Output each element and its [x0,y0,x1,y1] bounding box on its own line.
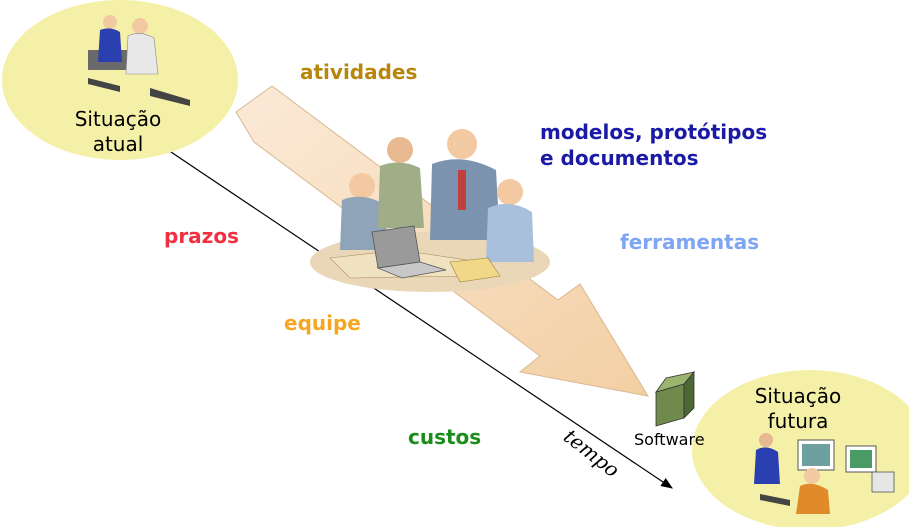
start-label-line1: Situação [74,107,162,131]
people-at-desk-icon [88,15,190,106]
end-label-line2: futura [767,409,829,433]
end-label-line1: Situação [754,384,842,408]
team-meeting-icon [310,129,550,292]
time-axis-line [167,149,673,489]
aspect-ferramentas: ferramentas [620,230,760,254]
aspect-documentos: e documentos [540,146,699,170]
start-label: Situação atual [62,107,174,157]
end-label: Situação futura [742,384,854,434]
software-label: Software [634,430,705,449]
aspect-equipe: equipe [284,311,361,335]
server-box-icon [655,370,696,427]
aspect-modelos: modelos, protótipos [540,120,768,144]
workstation-icon [754,433,895,514]
start-label-line2: atual [92,132,144,156]
aspect-custos: custos [408,425,482,449]
aspect-atividades: atividades [300,60,418,84]
start-bubble [2,0,238,160]
aspect-prazos: prazos [164,224,239,248]
